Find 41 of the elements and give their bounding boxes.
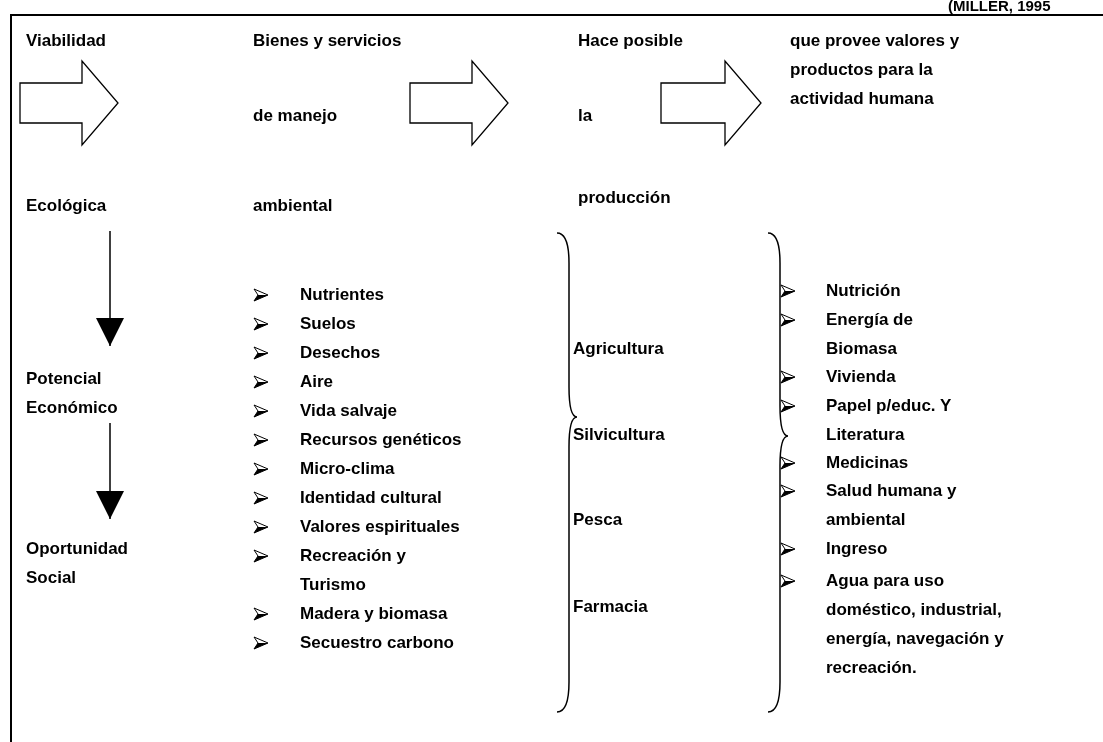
node-text: Viabilidad bbox=[26, 30, 107, 52]
sector-label: Agricultura bbox=[573, 338, 665, 360]
citation-text: (MILLER, 1995 bbox=[948, 0, 1051, 15]
node-text: ambiental bbox=[253, 195, 334, 217]
list-item: Salud humana y ambiental bbox=[826, 480, 958, 531]
list-item: Micro-clima bbox=[300, 458, 396, 480]
sector-label: Pesca bbox=[573, 509, 624, 531]
list-item: Ingreso bbox=[826, 538, 889, 560]
list-item: Energía de Biomasa bbox=[826, 309, 914, 360]
list-item: Suelos bbox=[300, 313, 357, 335]
sector-label: Silvicultura bbox=[573, 424, 666, 446]
node-text: Potencial Económico bbox=[26, 368, 119, 419]
node-text: que provee valores y productos para la actividad humana bbox=[790, 30, 961, 110]
node-text: Oportunidad Social bbox=[26, 538, 129, 589]
list-item: Nutrición bbox=[826, 280, 902, 302]
list-item: Valores espirituales bbox=[300, 516, 461, 538]
arrow bbox=[96, 422, 124, 520]
list-item: Madera y biomasa bbox=[300, 603, 449, 625]
block-arrow bbox=[660, 59, 762, 147]
block-arrow bbox=[409, 59, 509, 147]
block-arrow bbox=[19, 59, 119, 147]
list-item: Aire bbox=[300, 371, 335, 393]
list-item: Desechos bbox=[300, 342, 382, 364]
arrow bbox=[96, 230, 124, 347]
node-text: Bienes y servicios bbox=[253, 30, 403, 52]
list-item: Secuestro carbono bbox=[300, 632, 455, 654]
list-item: Vivienda bbox=[826, 366, 897, 388]
list-item: Recreación y Turismo bbox=[300, 545, 407, 596]
node-text: de manejo bbox=[253, 105, 339, 127]
node-text: Hace posible bbox=[578, 30, 684, 52]
list-item: Nutrientes bbox=[300, 284, 386, 306]
list-item: Medicinas bbox=[826, 452, 910, 474]
node-text: producción bbox=[578, 187, 672, 209]
list-item: Papel p/educ. Y Literatura bbox=[826, 395, 953, 446]
list-item: Identidad cultural bbox=[300, 487, 443, 509]
list-item: Agua para uso doméstico, industrial, energía, navegación y recreación. bbox=[826, 570, 1005, 679]
sector-label: Farmacia bbox=[573, 596, 649, 618]
list-item: Recursos genéticos bbox=[300, 429, 463, 451]
node-text: Ecológica bbox=[26, 195, 108, 217]
list-item: Vida salvaje bbox=[300, 400, 399, 422]
node-text: la bbox=[578, 105, 594, 127]
